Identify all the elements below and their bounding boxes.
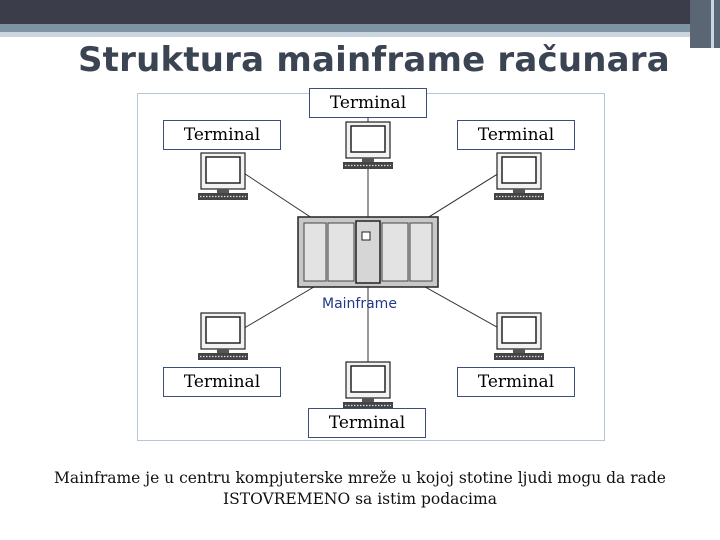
terminal-icon-top-left <box>197 152 249 201</box>
terminal-icon-bottom-left <box>197 312 249 361</box>
terminal-icon-bottom <box>342 361 394 410</box>
slide-top-bar <box>0 0 720 24</box>
terminal-label-top-left: Terminal <box>163 120 281 150</box>
terminal-label-top: Terminal <box>309 88 427 118</box>
terminal-icon-bottom-right <box>493 312 545 361</box>
slide-title: Struktura mainframe računara <box>78 40 670 80</box>
terminal-label-bottom-left: Terminal <box>163 367 281 397</box>
mainframe-label: Mainframe <box>322 296 397 312</box>
slide-top-accent <box>0 32 720 37</box>
terminal-icon-top-right <box>493 152 545 201</box>
slide-top-stripe <box>0 24 720 32</box>
caption-line-1: Mainframe je u centru kompjuterske mreže… <box>54 469 666 487</box>
terminal-icon-top <box>342 121 394 170</box>
slide-caption: Mainframe je u centru kompjuterske mreže… <box>40 468 680 510</box>
terminal-label-bottom: Terminal <box>308 408 426 438</box>
title-rule <box>426 34 566 37</box>
terminal-label-bottom-right: Terminal <box>457 367 575 397</box>
mainframe-icon <box>297 216 439 288</box>
caption-line-2: ISTOVREMENO sa istim podacima <box>223 490 497 508</box>
slide-corner-decoration <box>690 0 720 48</box>
terminal-label-top-right: Terminal <box>457 120 575 150</box>
